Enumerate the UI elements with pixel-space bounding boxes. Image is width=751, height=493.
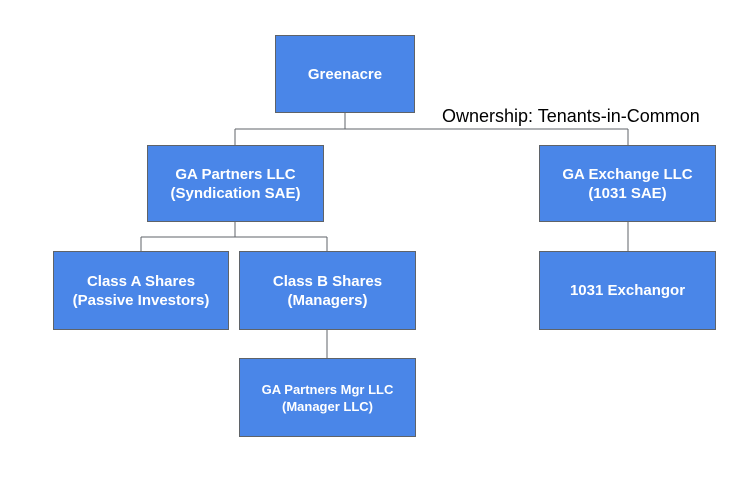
ownership-annotation: Ownership: Tenants-in-Common (442, 106, 700, 126)
node-ga-exchange-subtitle: (1031 SAE) (588, 184, 667, 202)
node-ga-partners-subtitle: (Syndication SAE) (170, 184, 301, 202)
node-mgr-llc-title: GA Partners Mgr LLC (261, 381, 394, 397)
node-class-a-title: Class A Shares (86, 272, 196, 290)
node-greenacre: Greenacre (275, 35, 415, 113)
node-mgr-llc-subtitle: (Manager LLC) (281, 398, 373, 414)
node-class-b-title: Class B Shares (272, 272, 383, 290)
node-ga-partners-title: GA Partners LLC (175, 165, 296, 183)
node-ga-exchange-llc: GA Exchange LLC (1031 SAE) (539, 145, 716, 222)
node-1031-exchangor: 1031 Exchangor (539, 251, 716, 330)
node-class-b-shares: Class B Shares (Managers) (239, 251, 416, 330)
node-class-b-subtitle: (Managers) (287, 291, 368, 309)
node-greenacre-title: Greenacre (307, 65, 383, 83)
node-class-a-shares: Class A Shares (Passive Investors) (53, 251, 229, 330)
node-exchangor-title: 1031 Exchangor (569, 282, 686, 299)
node-ga-exchange-title: GA Exchange LLC (562, 165, 693, 183)
node-ga-partners-llc: GA Partners LLC (Syndication SAE) (147, 145, 324, 222)
node-ga-partners-mgr-llc: GA Partners Mgr LLC (Manager LLC) (239, 358, 416, 437)
node-class-a-subtitle: (Passive Investors) (72, 291, 210, 309)
